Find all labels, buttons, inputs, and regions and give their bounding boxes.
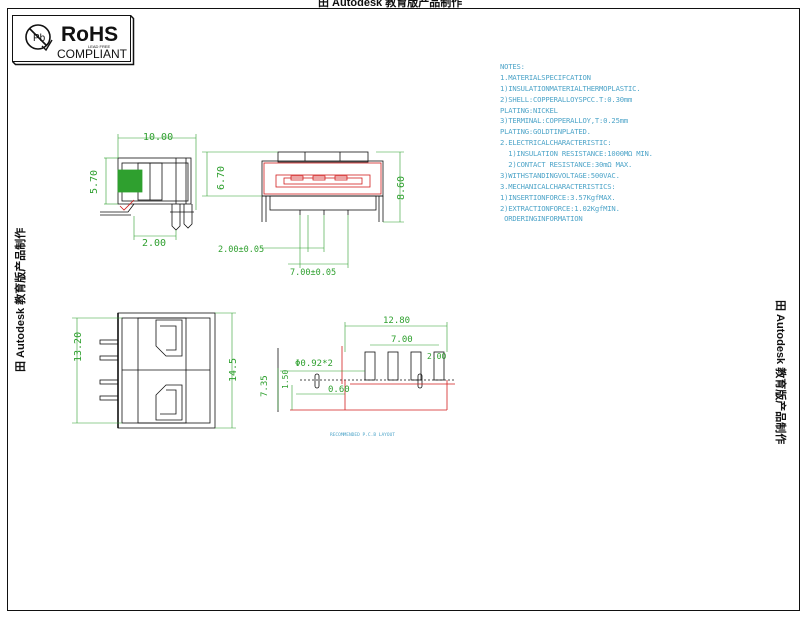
side-view-dimensions [104,134,197,240]
note-line: 3)TERMINAL:COPPERALLOY,T:0.25mm [500,116,628,126]
watermark-top: 田 Autodesk 教育版产品制作 [318,0,463,9]
note-line: 1)INSULATIONMATERIALTHERMOPLASTIC. [500,83,641,93]
dim-pitch-7: 7.00±0.05 [290,268,336,278]
side-view [100,157,194,231]
rohs-compliant: COMPLIANT [57,47,128,61]
lead-free-icon: Pb [25,24,53,52]
dim-side-height: 5.70 [89,170,100,194]
dim-pcb-width: 12.80 [383,316,410,326]
note-line: 1)INSERTIONFORCE:3.57KgfMAX. [500,192,616,202]
note-line: PLATING:NICKEL [500,105,558,115]
pcb-dimensions [277,322,448,410]
note-line: 2)EXTRACTIONFORCE:1.02KgfMIN. [500,203,620,213]
note-line: 2.ELECTRICALCHARACTERISTIC: [500,138,612,148]
front-view [261,151,384,222]
dim-pcb-depth: 7.35 [260,375,270,397]
note-line: NOTES: [500,62,525,71]
dim-pcb-pitch: 2.00 [427,352,446,361]
note-line: 1)INSULATION RESISTANCE:1000MΩ MIN. [500,149,653,159]
dim-side-width: 10.00 [143,132,173,143]
dim-top-height-right: 14.5 [228,358,239,382]
note-line: PLATING:GOLDTINPLATED. [500,127,591,137]
dim-pcb-offset: 1.50 [281,370,290,389]
dim-pcb-hole: Φ0.92*2 [295,359,333,369]
dim-pcb-slot: 0.60 [328,385,350,395]
pcb-caption: RECOMMENDED P.C.B LAYOUT [330,432,395,438]
dim-pcb-pin-span: 7.00 [391,335,413,345]
rohs-logo: Pb RoHS LEAD FREE COMPLIANT [11,14,135,66]
note-line: ORDERINGINFORMATION [500,214,583,224]
sheet-border [7,8,800,611]
pcb-outline [290,346,455,411]
dim-front-height-full: 8.60 [396,176,407,200]
dim-top-height-left: 13.20 [73,332,84,362]
note-line: 3)WITHSTANDINGVOLTAGE:500VAC. [500,170,620,180]
top-view-dimensions [72,312,236,429]
note-line: 1.MATERIALSPECIFCATION [500,72,591,82]
top-view [99,312,216,429]
note-line: 2)CONTACT RESISTANCE:30mΩ MAX. [500,160,633,170]
front-view-dimensions [202,151,404,268]
dim-side-tail: 2.00 [142,238,166,249]
note-line: 3.MECHANICALCHARACTERISTICS: [500,181,616,191]
rohs-mark: RoHS [61,23,118,46]
dim-pitch-2: 2.00±0.05 [218,245,264,255]
lead-symbol: Pb [33,33,46,44]
note-line: 2)SHELL:COPPERALLOYSPCC.T:0.30mm [500,94,633,104]
pcb-layout [277,348,455,412]
dim-front-height-right: 6.70 [216,166,227,190]
rohs-lead-free: LEAD FREE [88,44,111,49]
